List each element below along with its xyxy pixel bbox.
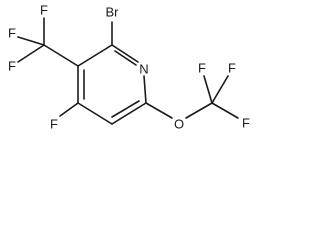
bond-c6-o bbox=[145, 102, 173, 119]
atom-fluorine-ring: F bbox=[50, 117, 58, 132]
bond-c2-n-double-inner bbox=[114, 50, 137, 66]
bond-c6-c5-double bbox=[111, 102, 147, 125]
bond-cf3-f-left-top bbox=[17, 36, 45, 46]
atom-labels: Br N O F F F F F F F bbox=[8, 3, 250, 132]
bonds bbox=[17, 17, 239, 125]
bond-cf3-f-left bbox=[17, 44, 45, 63]
bond-c3-cf3 bbox=[43, 44, 79, 67]
bond-c4-f bbox=[59, 102, 79, 117]
atom-fluorine-ocf3-right: F bbox=[242, 116, 250, 131]
atom-fluorine-cf3-top: F bbox=[40, 3, 48, 18]
atom-oxygen: O bbox=[174, 117, 184, 132]
bond-c2-n-double bbox=[111, 44, 139, 63]
atom-nitrogen: N bbox=[139, 62, 148, 77]
bond-c6-c5-double-inner bbox=[111, 100, 140, 118]
atom-fluorine-cf3-left-top: F bbox=[8, 26, 16, 41]
atom-bromine: Br bbox=[106, 5, 120, 20]
bond-o-ocf3 bbox=[185, 102, 213, 119]
chemical-structure: Br N O F F F F F F F bbox=[8, 3, 250, 132]
bond-ocf3-f-top-right bbox=[211, 75, 229, 104]
bond-c2-c3 bbox=[77, 44, 113, 67]
atom-fluorine-cf3-left: F bbox=[8, 59, 16, 74]
bond-c5-c4 bbox=[77, 102, 113, 125]
atom-fluorine-ocf3-top-left: F bbox=[198, 61, 206, 76]
bond-ocf3-f-top-left bbox=[203, 75, 213, 104]
bond-n-c6 bbox=[143, 75, 147, 104]
atom-fluorine-ocf3-top-right: F bbox=[228, 61, 236, 76]
bond-ocf3-f-right bbox=[211, 102, 239, 119]
